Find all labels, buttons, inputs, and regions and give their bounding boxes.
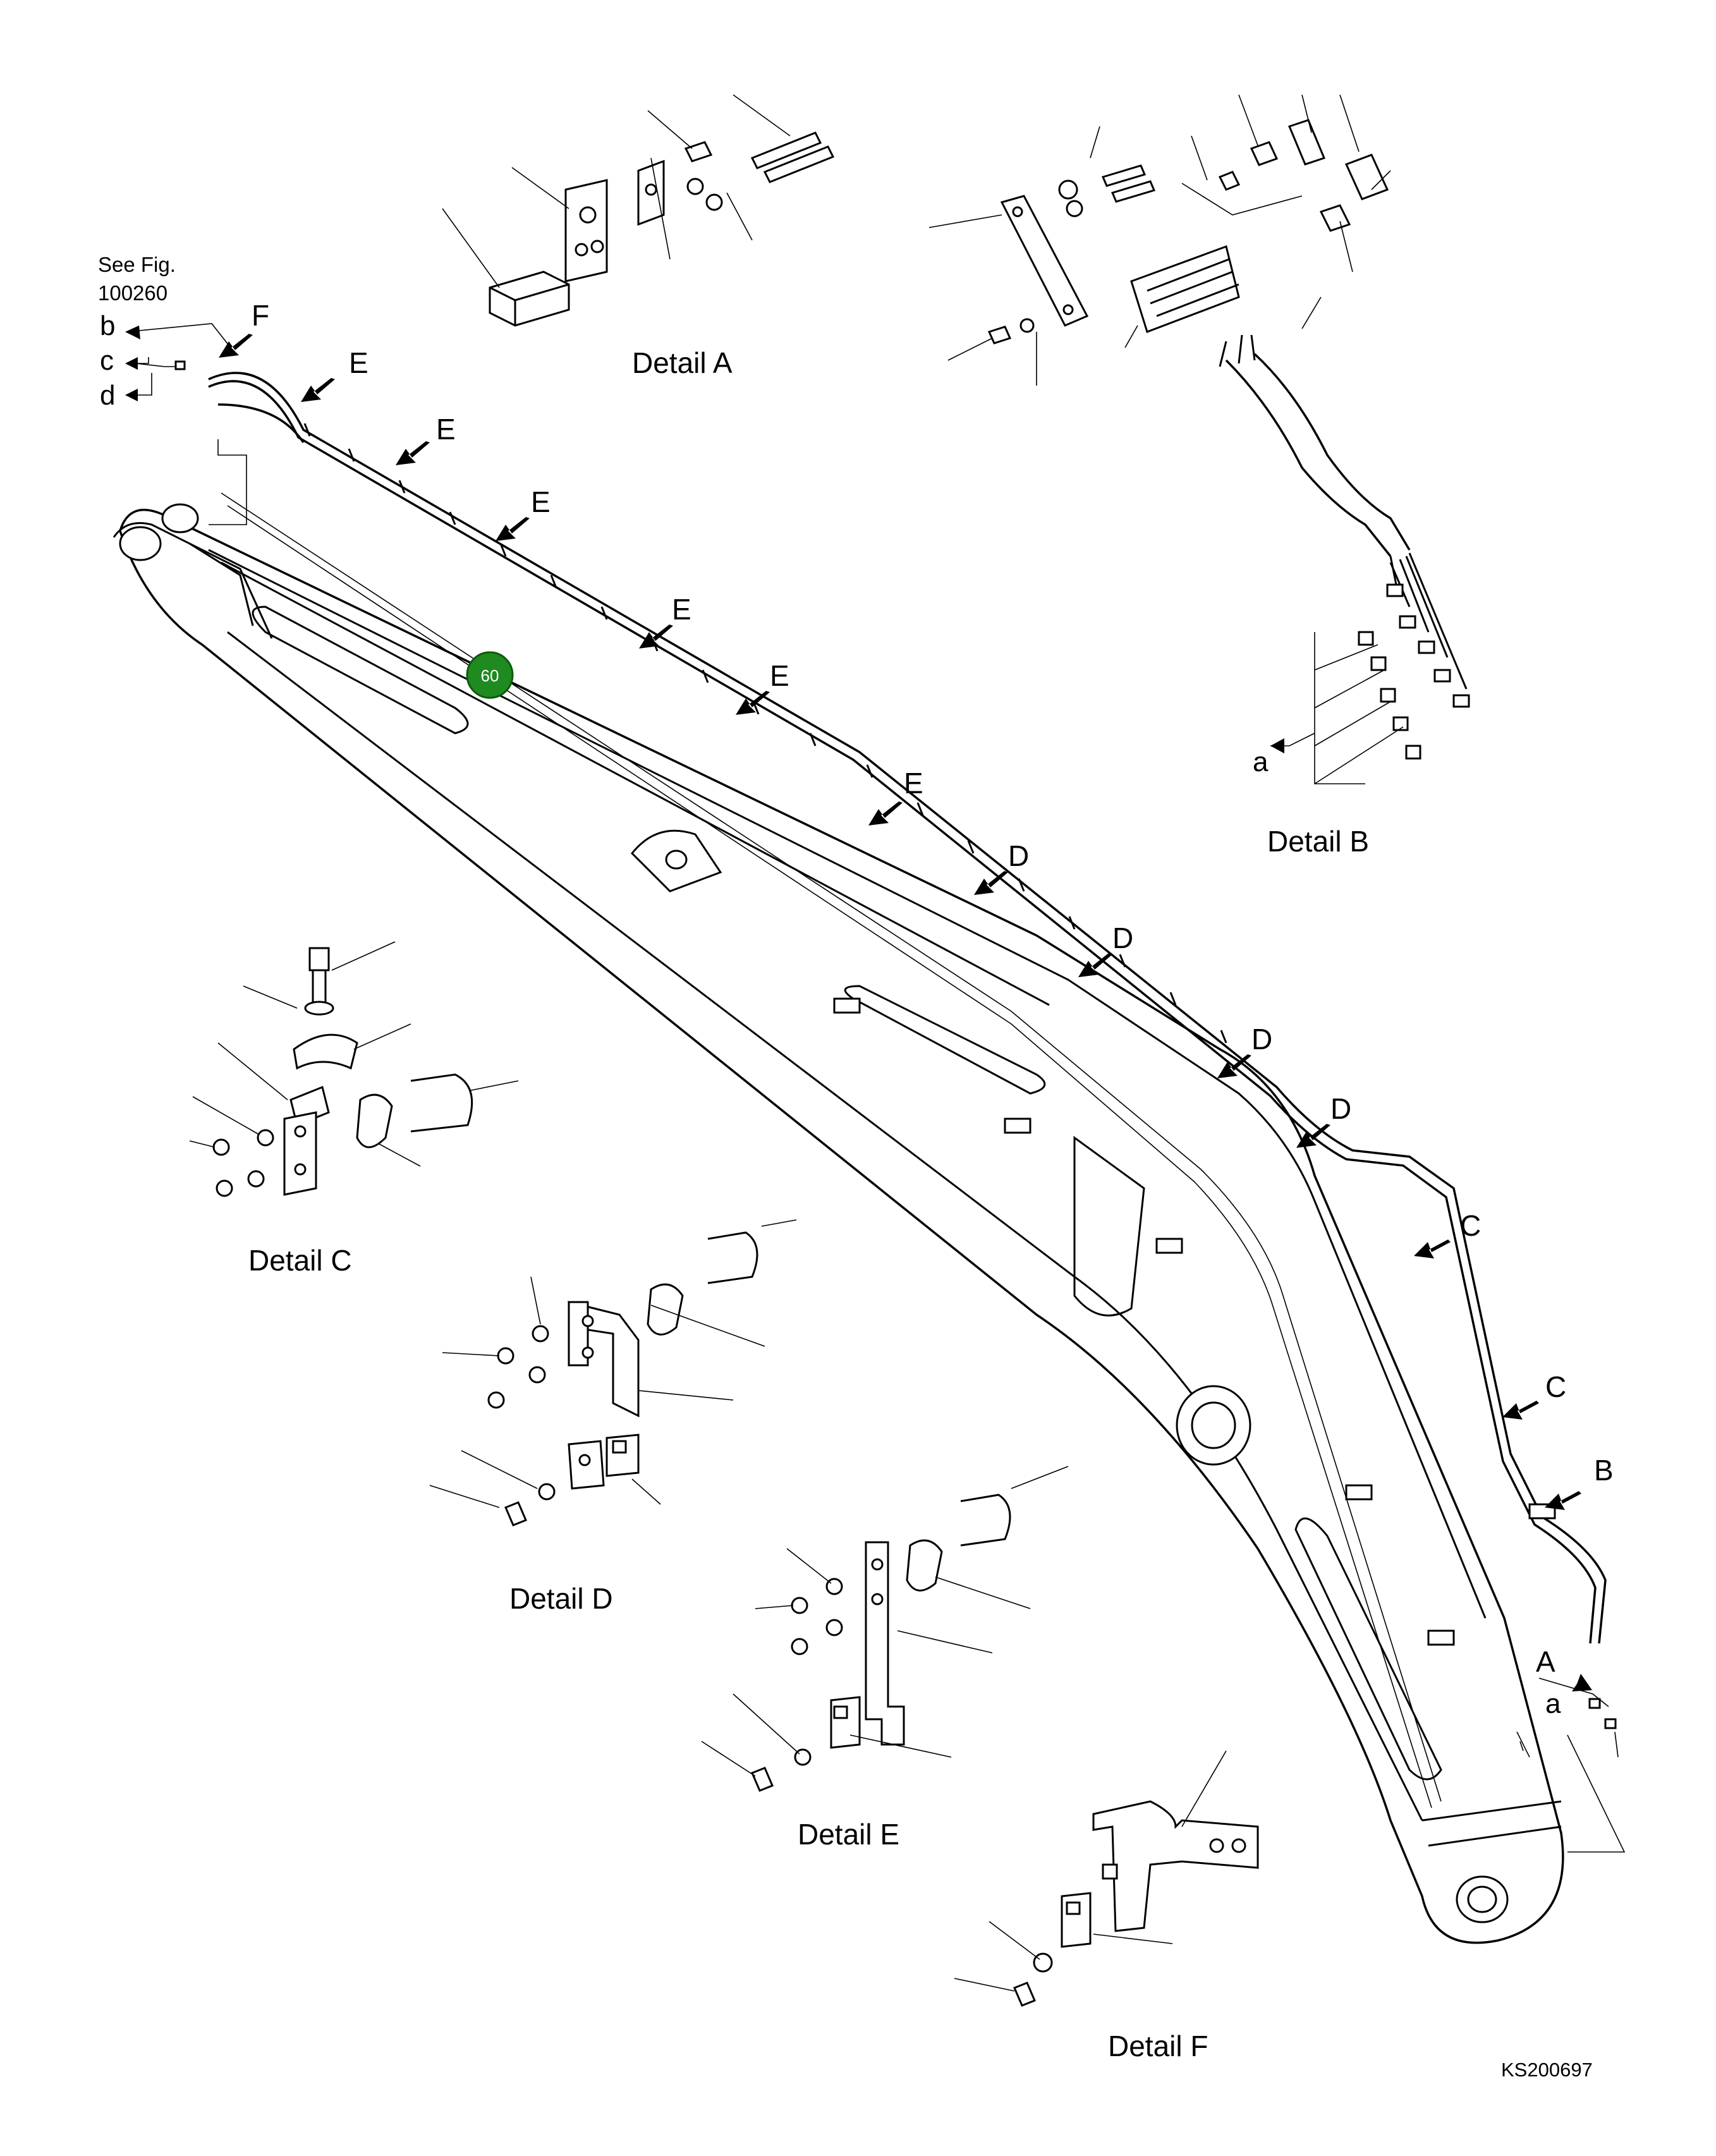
detail-f-title: Detail F xyxy=(1108,2030,1208,2062)
connection-c: c xyxy=(100,345,114,376)
connection-b: b xyxy=(100,310,115,341)
arrow-label-a: A xyxy=(1536,1645,1555,1678)
detail-e-title: Detail E xyxy=(798,1818,899,1851)
boom-arm xyxy=(113,503,1564,1944)
arrow-e-icon xyxy=(639,624,673,649)
boom-connection-leaders xyxy=(1516,1678,1626,1853)
arrow-e-icon xyxy=(396,441,430,465)
arrow-label-b: B xyxy=(1594,1454,1614,1487)
arrow-label-f: F xyxy=(252,299,269,332)
arrow-d-icon xyxy=(974,871,1008,895)
arrow-e-icon xyxy=(301,378,335,402)
detail-b-connection-a: a xyxy=(1253,746,1269,777)
arrow-a-icon xyxy=(1558,1674,1592,1691)
arrow-e-icon xyxy=(736,691,770,715)
arrow-label-d: D xyxy=(1112,922,1133,954)
arrow-label-d: D xyxy=(1251,1023,1272,1056)
arrow-label-e: E xyxy=(531,485,551,518)
arrow-d-icon xyxy=(1078,953,1112,977)
detail-c-parts xyxy=(189,941,519,1197)
arrow-e-icon xyxy=(496,517,530,541)
detail-c-title: Detail C xyxy=(248,1244,352,1277)
arrow-d-icon xyxy=(1296,1124,1330,1148)
arrow-b-icon xyxy=(1545,1491,1581,1510)
see-fig-number: 100260 xyxy=(98,281,167,305)
arrow-label-d: D xyxy=(1008,839,1029,872)
arrow-label-e: E xyxy=(770,659,789,692)
connection-d: d xyxy=(100,380,115,411)
detail-f-parts xyxy=(954,1750,1259,2007)
detail-d-parts xyxy=(429,1219,797,1526)
boom-connection-a: a xyxy=(1545,1688,1561,1719)
see-fig-label: See Fig. xyxy=(98,253,176,276)
arrow-markers xyxy=(219,334,1592,1691)
detail-d-title: Detail D xyxy=(509,1582,613,1615)
arrow-label-e: E xyxy=(672,593,691,626)
arrow-f-icon xyxy=(219,334,253,358)
arrow-label-c: C xyxy=(1460,1209,1481,1242)
arrow-c-icon xyxy=(1502,1401,1539,1420)
arrow-d-icon xyxy=(1217,1054,1251,1078)
detail-b-parts xyxy=(928,94,1470,784)
figure-code: KS200697 xyxy=(1501,2059,1593,2081)
arrow-label-e: E xyxy=(436,413,456,446)
detail-a-parts xyxy=(442,94,835,327)
connection-leaders xyxy=(125,323,247,525)
detail-a-title: Detail A xyxy=(632,346,733,379)
arrow-e-icon xyxy=(868,801,903,825)
arrow-label-e: E xyxy=(349,346,368,379)
detail-b-title: Detail B xyxy=(1267,825,1369,858)
detail-e-parts xyxy=(701,1466,1069,1792)
arrow-label-c: C xyxy=(1545,1370,1566,1403)
callout-number: 60 xyxy=(481,666,499,685)
arrow-c-icon xyxy=(1414,1239,1451,1258)
arrow-label-d: D xyxy=(1330,1092,1351,1125)
hose-routing xyxy=(208,372,1607,1808)
arrow-label-e: E xyxy=(904,767,923,800)
callout-badge[interactable]: 60 xyxy=(466,651,514,699)
